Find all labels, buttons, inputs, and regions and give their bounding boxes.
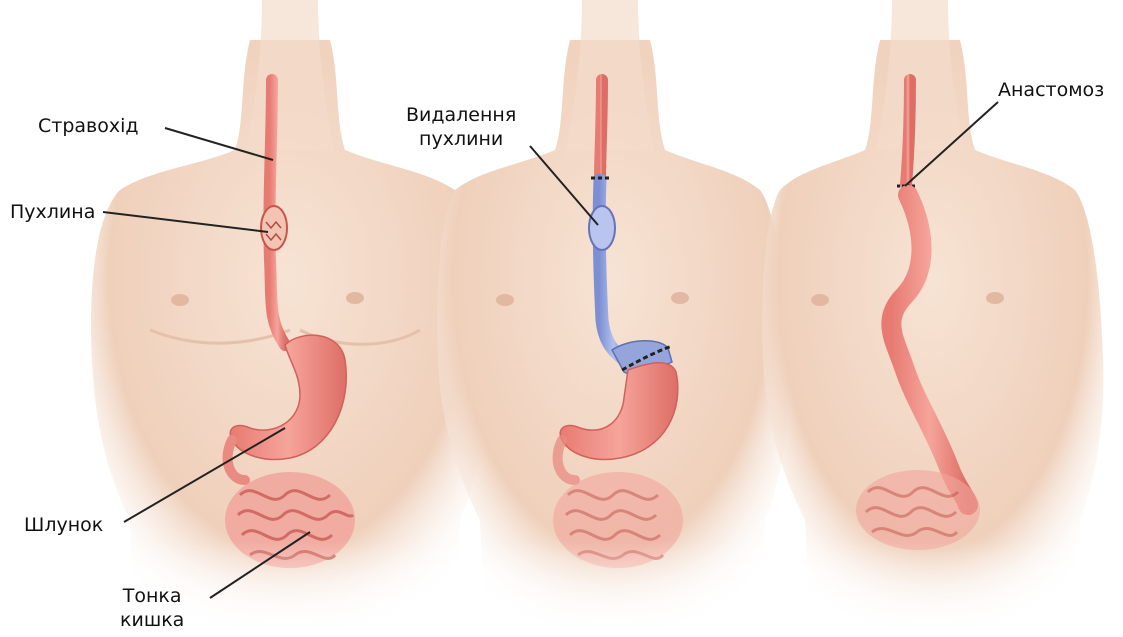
small-intestine-right — [856, 470, 980, 550]
label-small-intestine-line1: Тонка — [120, 584, 184, 608]
esophagus-right-upper — [906, 80, 910, 185]
label-esophagus: Стравохід — [38, 114, 139, 138]
torso-left-neck — [245, 0, 335, 150]
label-stomach: Шлунок — [24, 513, 103, 537]
label-small-intestine-line2: кишка — [120, 608, 184, 632]
nipple-right-1 — [811, 294, 829, 306]
label-anastomosis: Анастомоз — [998, 78, 1104, 102]
label-tumor: Пухлина — [10, 200, 95, 224]
tumor-left — [261, 206, 287, 250]
nipple-left-2 — [346, 292, 364, 304]
nipple-right-2 — [986, 292, 1004, 304]
label-tumor-removal-line1: Видалення — [406, 103, 516, 127]
torso-right-neck — [875, 0, 965, 150]
nipple-middle-2 — [671, 292, 689, 304]
nipple-left-1 — [171, 294, 189, 306]
nipple-middle-1 — [496, 294, 514, 306]
label-tumor-removal: Видалення пухлини — [406, 103, 516, 151]
removed-tumor — [589, 206, 615, 250]
esophagus-middle-upper — [600, 80, 602, 178]
label-tumor-removal-line2: пухлини — [406, 127, 516, 151]
torso-middle-neck — [565, 0, 655, 150]
label-small-intestine: Тонка кишка — [120, 584, 184, 632]
